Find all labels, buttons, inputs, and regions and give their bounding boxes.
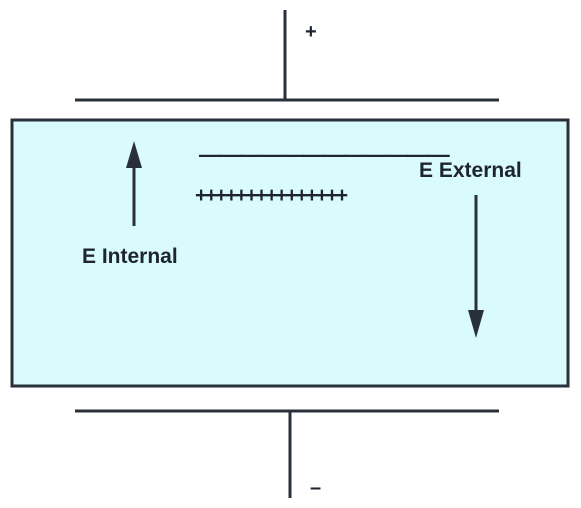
negative-charge-row: ———————————— xyxy=(199,142,450,167)
positive-terminal-label: + xyxy=(305,21,317,43)
internal-field-arrow-head xyxy=(126,141,142,168)
internal-field-label: E Internal xyxy=(82,245,178,268)
negative-terminal-label: – xyxy=(310,477,322,499)
external-field-arrow-head xyxy=(468,310,484,338)
positive-charge-row: +++++++++++++++ xyxy=(195,184,348,207)
external-field-label: E External xyxy=(419,159,522,182)
